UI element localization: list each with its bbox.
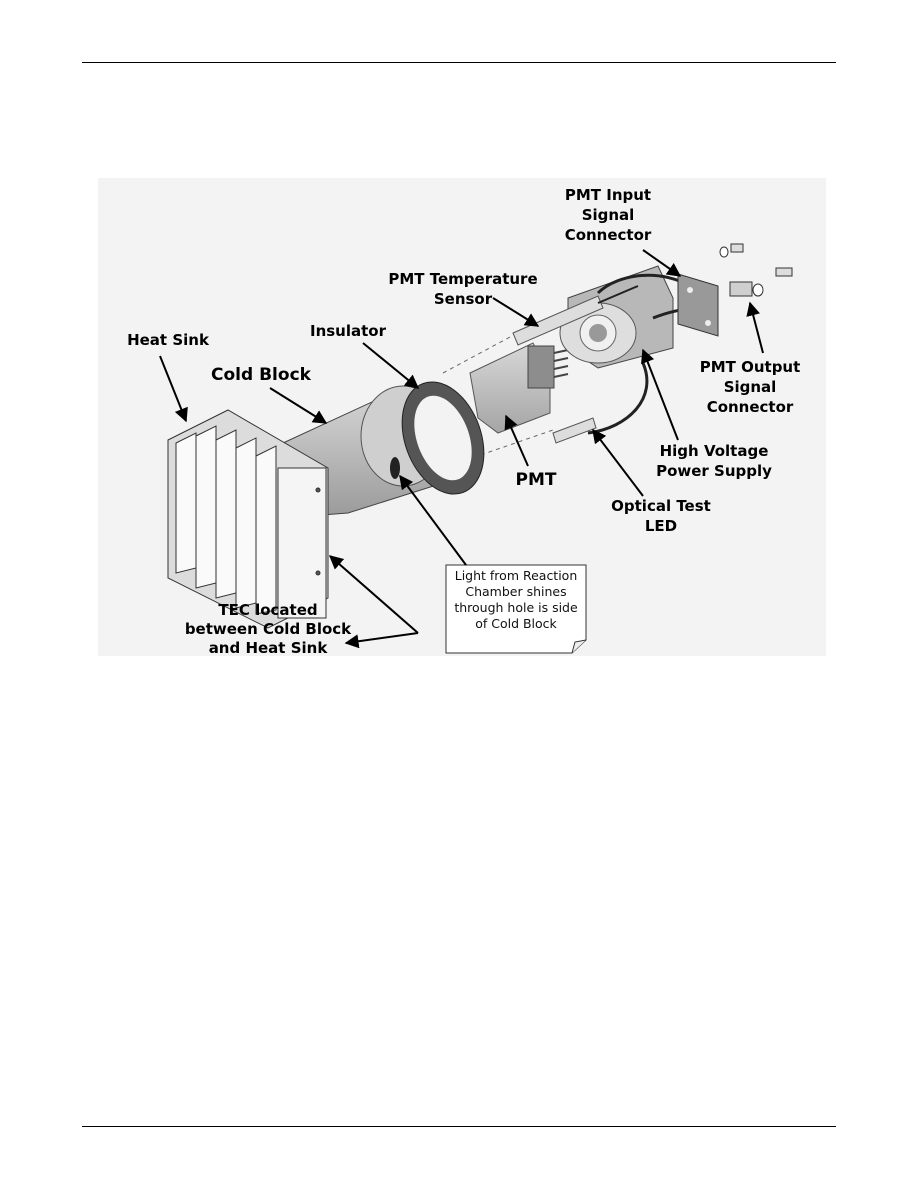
label-heat-sink: Heat Sink [127,331,210,349]
label-pmt: PMT [516,470,557,490]
pmt-output-connector [719,243,793,297]
arrow-note [399,474,467,566]
svg-text:through hole is side: through hole is side [454,600,578,615]
svg-text:Light from Reaction: Light from Reaction [455,568,578,583]
arrow-pmt-input-connector [642,249,682,277]
label-pmt-input-connector: PMT Input Signal Connector [565,186,652,244]
label-pmt-output-connector: PMT Output Signal Connector [700,358,801,416]
arrow-optical-test-led [592,428,644,497]
arrow-heat-sink [159,355,188,423]
svg-text:PMT Output: PMT Output [700,358,801,376]
label-pmt-temp-sensor: PMT Temperature Sensor [388,270,537,308]
arrow-cold-block [269,387,328,424]
pmt-temp-sensor [512,285,639,346]
svg-text:Connector: Connector [565,226,652,244]
arrow-pmt-output-connector [746,301,764,354]
optical-test-led [552,417,597,444]
svg-text:Optical Test: Optical Test [611,497,711,515]
label-tec: TEC located between Cold Block and Heat … [185,601,352,656]
label-hv-power-supply: High Voltage Power Supply [656,442,772,480]
note-callout: Light from Reaction Chamber shines throu… [445,564,587,654]
header-rule [82,62,836,63]
label-optical-test-led: Optical Test LED [611,497,711,535]
arrow-tec-2 [344,632,419,649]
svg-text:and Heat Sink: and Heat Sink [209,639,329,656]
svg-text:Sensor: Sensor [434,290,493,308]
pmt-tube [469,342,569,434]
arrow-pmt-temp-sensor [492,297,540,327]
pmt-assembly-diagram: PMT Input Signal Connector PMT Temperatu… [98,178,826,656]
svg-text:PMT Temperature: PMT Temperature [388,270,537,288]
arrow-pmt [504,414,529,467]
arrow-insulator [362,342,420,389]
heat-sink [167,409,329,629]
label-insulator: Insulator [310,322,387,340]
svg-text:Signal: Signal [724,378,777,396]
svg-text:TEC located: TEC located [218,601,317,619]
svg-text:Connector: Connector [707,398,794,416]
insulator [401,381,485,495]
light-hole [390,457,400,479]
svg-text:between Cold Block: between Cold Block [185,620,352,638]
label-cold-block: Cold Block [211,365,312,385]
pmt-input-connector [677,273,719,337]
svg-text:Power Supply: Power Supply [656,462,772,480]
footer-rule [82,1126,836,1127]
arrow-tec-1 [328,555,419,634]
svg-text:PMT Input: PMT Input [565,186,651,204]
svg-text:Signal: Signal [582,206,635,224]
svg-text:Chamber shines: Chamber shines [465,584,566,599]
arrow-hv-power-supply [641,348,679,441]
svg-text:LED: LED [645,517,677,535]
svg-text:High Voltage: High Voltage [660,442,769,460]
svg-text:of Cold Block: of Cold Block [475,616,557,631]
